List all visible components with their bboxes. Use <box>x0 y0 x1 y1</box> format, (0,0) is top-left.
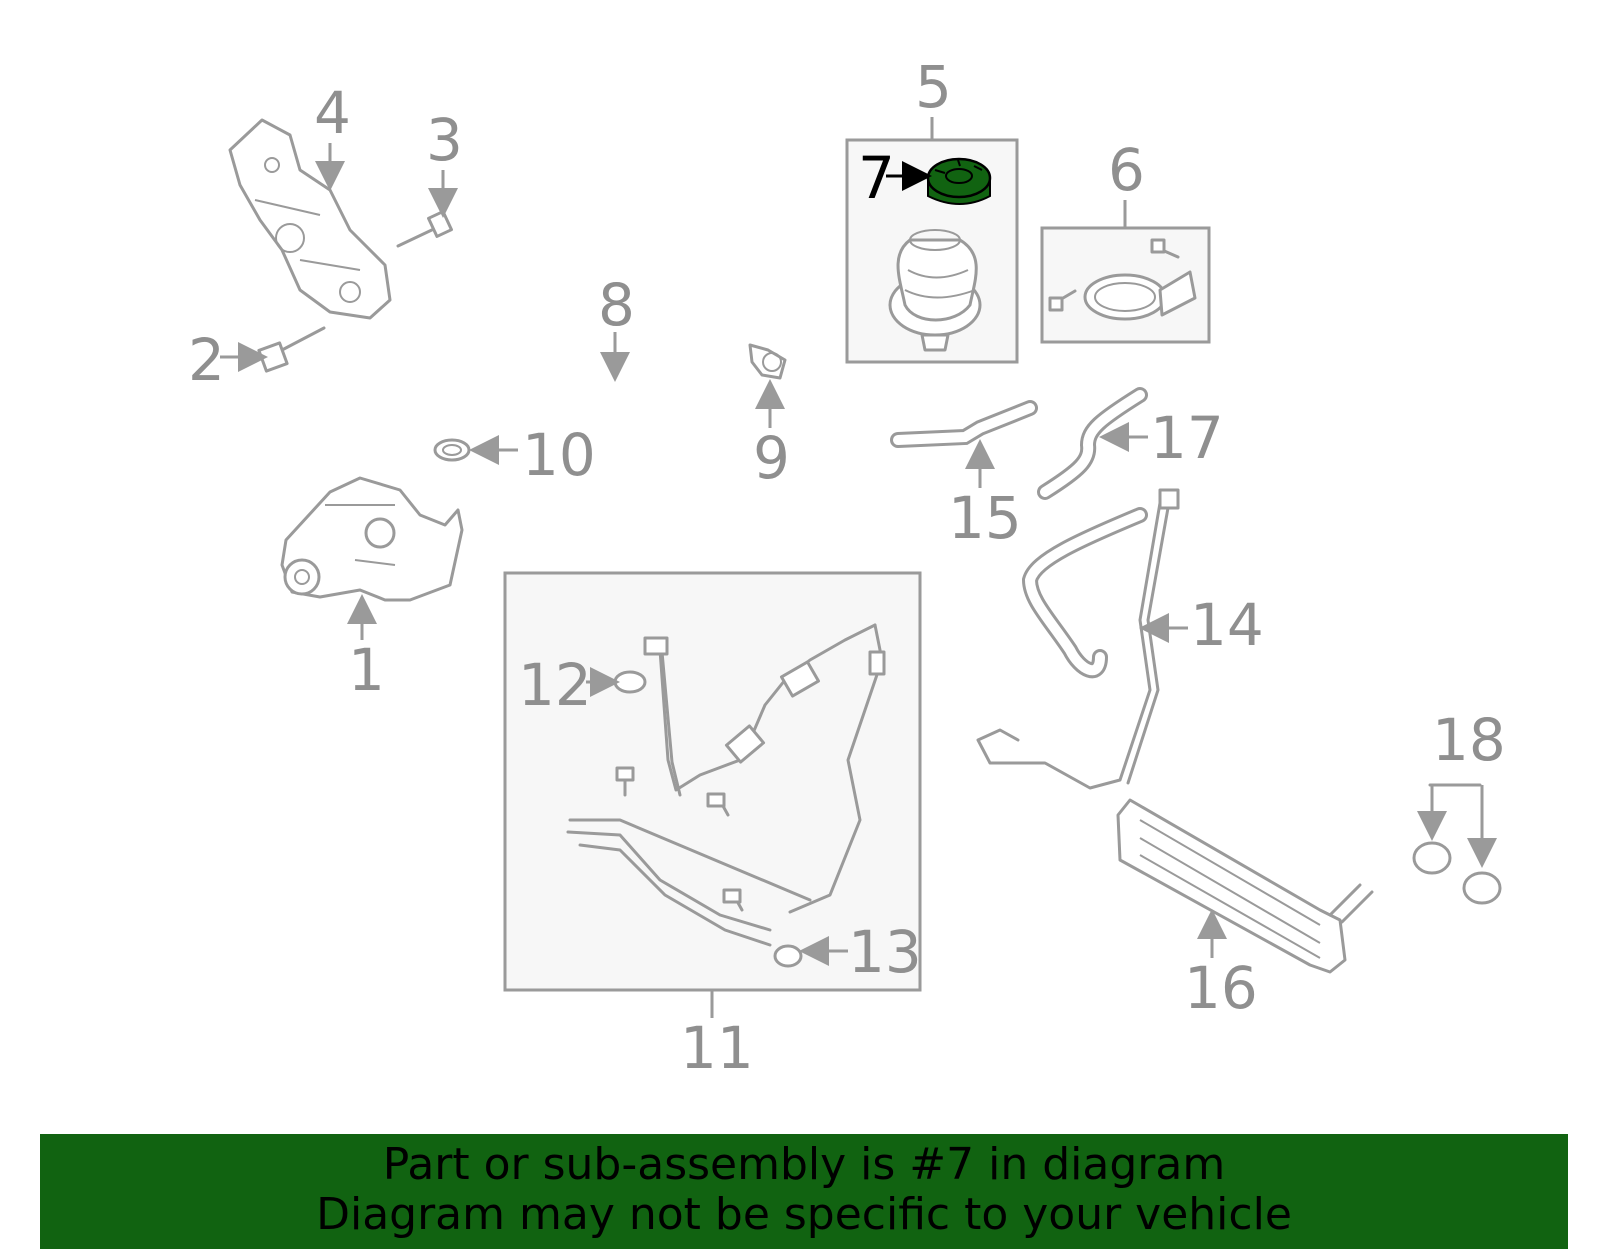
callout-14: 14 <box>1190 591 1264 659</box>
cooler-part-16 <box>1116 798 1374 974</box>
hose-part-15 <box>890 400 1038 448</box>
callout-1: 1 <box>348 636 385 704</box>
bolt-part-3 <box>396 210 453 248</box>
callout-13: 13 <box>848 918 922 986</box>
hose-part-17 <box>1037 387 1148 500</box>
banner-line-1: Part or sub-assembly is #7 in diagram <box>382 1139 1226 1190</box>
callout-15: 15 <box>948 484 1022 552</box>
banner-line-2: Diagram may not be specific to your vehi… <box>316 1189 1292 1240</box>
hose-assembly-part-11 <box>566 623 886 947</box>
o-ring-part-13 <box>773 944 803 968</box>
callout-4: 4 <box>314 79 351 147</box>
callout-6: 6 <box>1108 136 1145 204</box>
callout-5: 5 <box>915 53 952 121</box>
cap-part-7-highlighted <box>926 157 992 205</box>
callout-12: 12 <box>518 651 592 719</box>
callout-8: 8 <box>598 271 635 339</box>
line-part-14 <box>976 488 1180 790</box>
callout-7: 7 <box>858 144 895 212</box>
callout-10: 10 <box>522 421 596 489</box>
callout-9: 9 <box>753 424 790 492</box>
callout-2: 2 <box>188 326 225 394</box>
callout-17: 17 <box>1150 404 1224 472</box>
clamps-part-18 <box>1412 783 1502 905</box>
bracket-part-4 <box>228 118 392 320</box>
callout-16: 16 <box>1184 954 1258 1022</box>
clamp-part-9 <box>748 343 787 380</box>
callout-11: 11 <box>680 1014 754 1082</box>
pump-part-1 <box>280 476 464 602</box>
clamp-part-10 <box>433 438 471 462</box>
callout-3: 3 <box>426 106 463 174</box>
bolt-part-2 <box>257 326 326 373</box>
reservoir-part-5 <box>888 229 982 352</box>
o-ring-part-12 <box>613 670 647 694</box>
callout-18: 18 <box>1432 706 1506 774</box>
hose-part-8 <box>456 352 741 426</box>
bracket-part-6 <box>1048 238 1197 321</box>
info-banner: Part or sub-assembly is #7 in diagram Di… <box>40 1134 1568 1249</box>
